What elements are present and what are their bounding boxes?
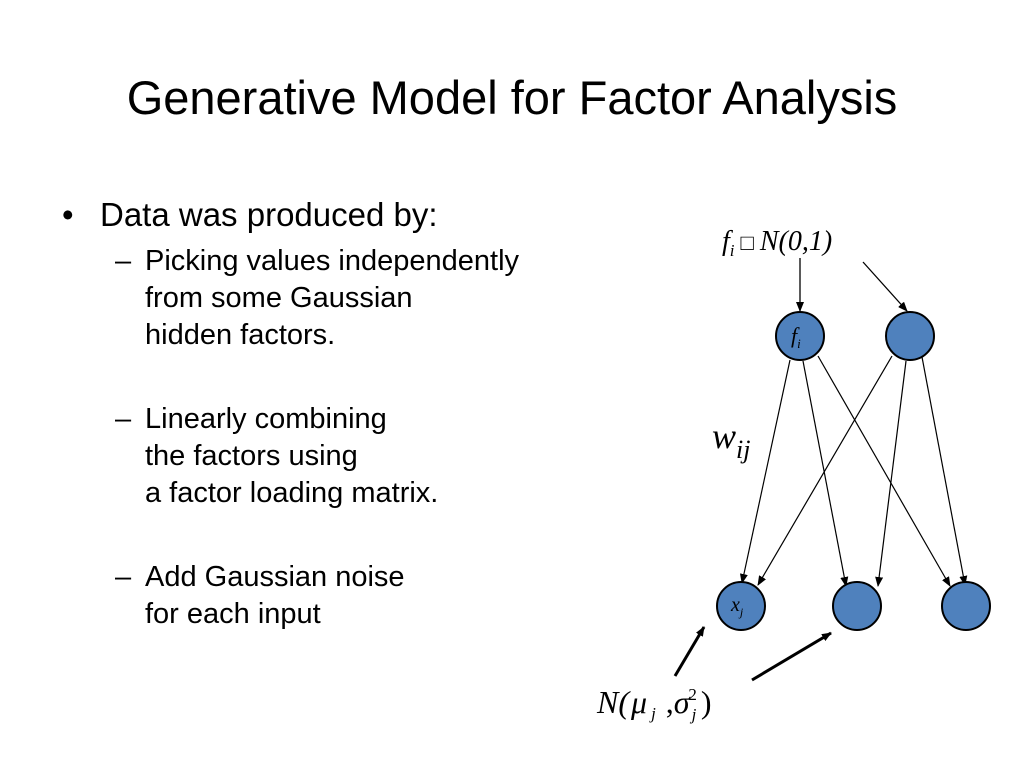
loading-arrow xyxy=(739,359,791,584)
subbullet-line: Linearly combining xyxy=(145,403,387,435)
input-node xyxy=(941,581,991,631)
bullet-marker: • xyxy=(62,196,74,233)
noise-arrow xyxy=(673,626,706,677)
bullet-list: • Data was produced by: – Picking values… xyxy=(60,195,640,680)
prior-arrow xyxy=(862,261,908,312)
loading-arrow xyxy=(921,356,968,586)
loading-arrow xyxy=(757,355,893,586)
dash-marker: – xyxy=(115,403,132,435)
subbullet-linearly-combining: – Linearly combining the factors using a… xyxy=(60,401,640,512)
subbullet-add-noise: – Add Gaussian noise for each input xyxy=(60,559,640,633)
slide-title: Generative Model for Factor Analysis xyxy=(126,71,898,124)
loading-arrow xyxy=(802,360,849,587)
subbullet-line: a factor loading matrix. xyxy=(145,477,439,509)
subbullet-line: the factors using xyxy=(145,440,358,472)
subbullet-line: Picking values independently xyxy=(145,245,520,277)
bullet-text: Data was produced by: xyxy=(100,196,438,233)
subbullet-line: from some Gaussian xyxy=(145,282,413,314)
subbullet-line: Add Gaussian noise xyxy=(145,561,405,593)
factor-node-label: fi xyxy=(791,323,801,351)
input-node xyxy=(716,581,766,631)
prior-label: fi□N(0,1) xyxy=(722,226,832,260)
loading-arrow xyxy=(817,355,951,587)
input-node xyxy=(832,581,882,631)
subbullet-list: – Picking values independently from some… xyxy=(60,243,640,633)
dash-marker: – xyxy=(115,245,132,277)
subbullet-line: hidden factors. xyxy=(145,319,336,351)
factor-node xyxy=(885,311,935,361)
subbullet-line: for each input xyxy=(145,598,321,630)
factor-node xyxy=(775,311,825,361)
weight-label: wij xyxy=(712,416,750,464)
dash-marker: – xyxy=(115,561,132,593)
loading-arrow xyxy=(875,360,907,587)
noise-arrow xyxy=(751,631,832,682)
bullet-item: • Data was produced by: xyxy=(60,195,640,235)
input-node-label: xj xyxy=(730,594,744,619)
subbullet-picking-values: – Picking values independently from some… xyxy=(60,243,640,354)
